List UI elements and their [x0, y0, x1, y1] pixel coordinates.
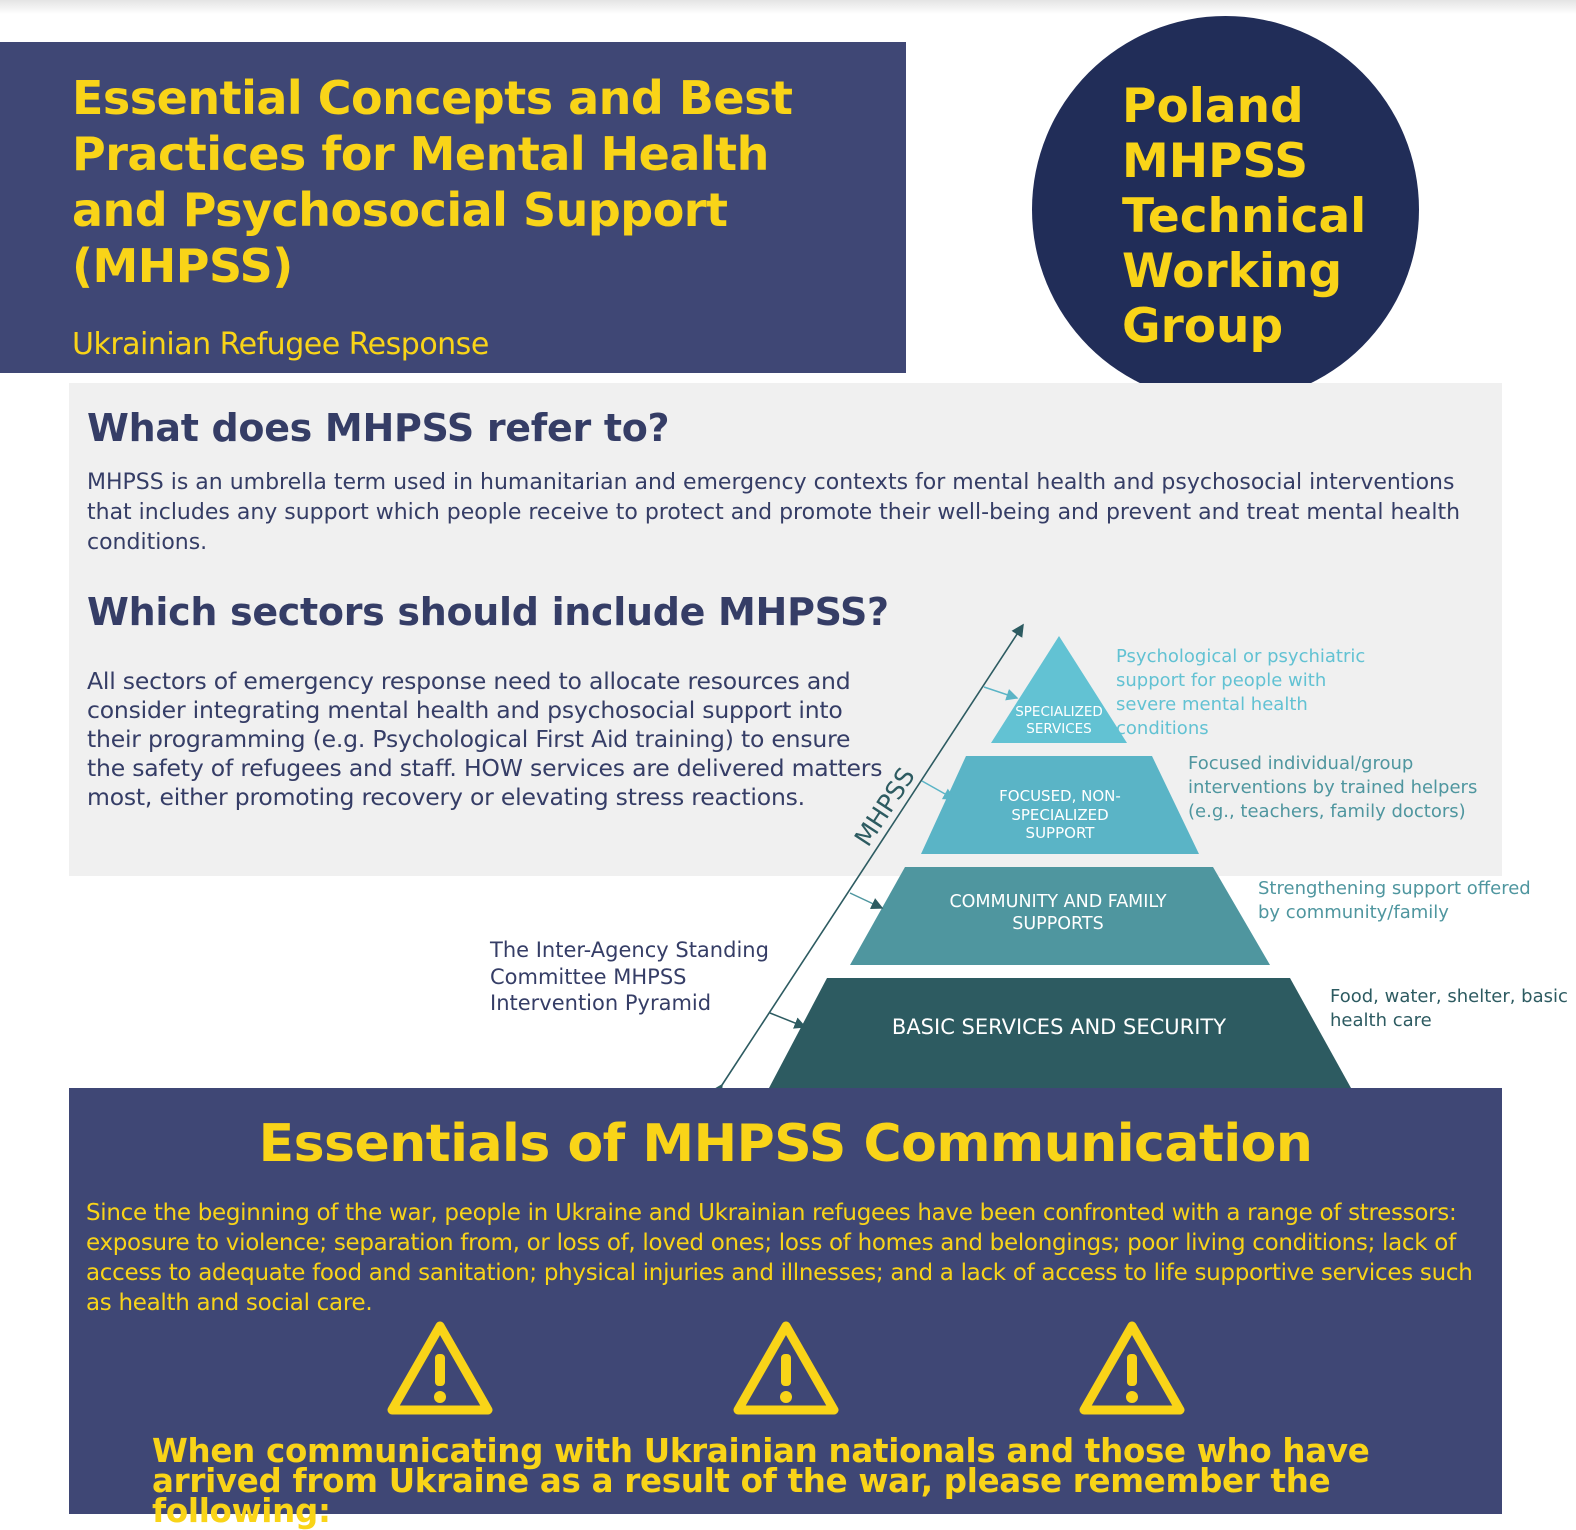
- section-heading-what: What does MHPSS refer to?: [87, 406, 670, 450]
- warning-icon: [387, 1321, 493, 1415]
- badge-line: Poland: [1122, 79, 1304, 134]
- tier-pointer-arrow: [849, 892, 884, 909]
- mhpss-axis-label: MHPSS: [849, 762, 921, 851]
- tier-note-specialized: Psychological or psychiatric support for…: [1116, 646, 1366, 739]
- warning-icon: [1079, 1321, 1185, 1415]
- tier-pointer-arrow: [921, 780, 956, 800]
- tier-pointer-arrow: [983, 686, 1019, 701]
- communication-body: Since the beginning of the war, people i…: [86, 1200, 1473, 1316]
- mhpss-axis-arrow: [710, 623, 1024, 1098]
- badge-line: MHPSS: [1122, 134, 1309, 189]
- badge-line: Working: [1122, 244, 1343, 299]
- page-subtitle: Ukrainian Refugee Response: [72, 327, 489, 362]
- tier-note-focused: Focused individual/group interventions b…: [1188, 753, 1478, 822]
- tier-label-focused: FOCUSED, NON-SPECIALIZED SUPPORT: [999, 787, 1121, 842]
- tier-pointer-arrow: [769, 1012, 807, 1029]
- communication-heading: Essentials of MHPSS Communication: [258, 1114, 1313, 1174]
- working-group-badge: [1032, 16, 1419, 403]
- page-top-shadow: [0, 0, 1576, 14]
- page-title: Essential Concepts and Best Practices fo…: [72, 71, 793, 293]
- tier-note-basic: Food, water, shelter, basic health care: [1330, 986, 1568, 1031]
- warning-icon: [733, 1321, 839, 1415]
- communication-reminder: When communicating with Ukrainian nation…: [152, 1432, 1370, 1530]
- header-banner: [0, 42, 906, 373]
- badge-line: Group: [1122, 299, 1284, 354]
- section-body-what: MHPSS is an umbrella term used in humani…: [87, 470, 1461, 555]
- tier-label-specialized: SPECIALIZED SERVICES: [1015, 704, 1103, 737]
- pyramid-caption: The Inter-Agency Standing Committee MHPS…: [490, 938, 769, 1015]
- tier-note-community: Strengthening support offered by communi…: [1258, 878, 1531, 923]
- badge-line: Technical: [1122, 189, 1367, 244]
- tier-specialized: [991, 636, 1127, 743]
- communication-panel: [69, 1088, 1502, 1514]
- tier-label-basic: BASIC SERVICES AND SECURITY: [891, 1015, 1227, 1039]
- tier-label-community: COMMUNITY AND FAMILY SUPPORTS: [949, 892, 1167, 934]
